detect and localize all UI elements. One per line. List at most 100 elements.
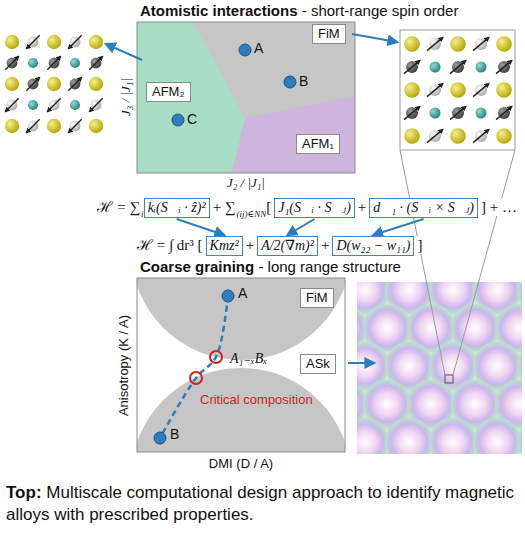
- spin-arrow: [450, 60, 466, 73]
- atom: [429, 61, 440, 72]
- critical-marker: [190, 372, 202, 384]
- caption-lead: Top:: [6, 483, 42, 502]
- atom: [5, 119, 19, 133]
- node-text: AFM₁: [302, 136, 334, 152]
- spin-arrow: [404, 60, 420, 73]
- heading-bold: Coarse graining: [140, 258, 254, 275]
- afm1-region: [232, 96, 355, 173]
- hamiltonian-term: d⃗₁ · (S⃗ᵢ × S⃗ⱼ): [369, 198, 478, 218]
- pointer-arrow: [352, 34, 397, 42]
- spin-arrow: [26, 77, 39, 90]
- atom: [5, 77, 19, 91]
- derivation-arrow: [177, 219, 224, 235]
- spin-arrow: [26, 119, 39, 132]
- atom: [475, 61, 486, 72]
- atom: [70, 58, 80, 68]
- equation-part: [: [266, 198, 271, 216]
- spin-arrow: [68, 77, 81, 90]
- zoom-line: [400, 150, 445, 375]
- energy-term: D(w₂₂ − w₁₁): [332, 236, 414, 256]
- atom: [47, 119, 61, 133]
- crystal: [404, 36, 512, 144]
- phase-label: AFM₂: [146, 82, 191, 102]
- critical-marker: [210, 351, 222, 363]
- derivation-arrow: [288, 219, 315, 235]
- panel-border: [137, 278, 345, 452]
- spin-arrow: [5, 98, 18, 111]
- zoom-square: [445, 375, 453, 383]
- skyrmion: [357, 418, 389, 454]
- spin-arrow: [427, 37, 443, 50]
- atom: [89, 119, 103, 133]
- atom: [496, 128, 512, 144]
- equation-part: ]: [417, 236, 422, 254]
- energy-term: A/2(∇m)²: [257, 236, 318, 256]
- skyrmion: [385, 418, 433, 454]
- atom: [70, 100, 80, 110]
- equation-part: +: [358, 198, 366, 216]
- atom: [5, 35, 19, 49]
- crystal: [5, 35, 103, 133]
- equation-subscript: i: [141, 209, 144, 219]
- node-text: Kmz²: [210, 237, 239, 255]
- atom: [47, 77, 61, 91]
- point-label: A: [238, 285, 247, 301]
- point-marker: [172, 114, 184, 126]
- node-text: FiM: [306, 290, 328, 306]
- point-label: B: [299, 73, 308, 89]
- node-text: d⃗₁ · (S⃗ᵢ × S⃗ⱼ): [373, 199, 474, 217]
- spin-arrow: [68, 35, 81, 48]
- point-marker: [284, 76, 296, 88]
- spin-arrow: [473, 83, 489, 96]
- spin-arrow: [47, 56, 60, 69]
- point-marker: [154, 432, 166, 444]
- afm2-region: [137, 22, 245, 173]
- spin-arrow: [404, 106, 420, 119]
- equation-part: +: [246, 236, 254, 254]
- phase-label: FiM: [312, 24, 346, 44]
- equation-part: + ∑: [213, 198, 236, 216]
- axis-label: DMI (D / A): [209, 456, 273, 471]
- energy-term: Kmz²: [206, 236, 243, 256]
- equation-subscript: (ij)∈NN: [237, 209, 267, 219]
- critical-label: Critical composition: [200, 392, 313, 407]
- phase-label: AFM₁: [296, 134, 340, 154]
- atom: [496, 36, 512, 52]
- equation-part: +: [321, 236, 329, 254]
- composition-label: A₁₋ₓBₓ: [230, 350, 267, 367]
- atom: [429, 107, 440, 118]
- point-label: B: [170, 426, 179, 442]
- pointer-arrow: [106, 44, 142, 60]
- atom: [404, 36, 420, 52]
- spin-arrow: [47, 98, 60, 111]
- equation-part: ℋ = ∑: [97, 198, 140, 216]
- heading: Atomistic interactions- short-range spin…: [140, 2, 463, 20]
- spin-arrow: [89, 56, 102, 69]
- atom: [89, 35, 103, 49]
- spin-arrow: [5, 56, 18, 69]
- atom: [450, 82, 466, 98]
- spin-arrow: [26, 35, 39, 48]
- point-marker: [239, 44, 251, 56]
- heading-text: - short-range spin order: [302, 2, 459, 19]
- atom: [450, 36, 466, 52]
- point-marker: [222, 290, 234, 302]
- atom: [450, 128, 466, 144]
- node-text: ASk: [306, 356, 330, 372]
- zoom-line: [453, 150, 515, 375]
- spin-arrow: [496, 60, 512, 73]
- node-text: AFM₂: [152, 84, 185, 100]
- axis-label: J₃ / |J₁|: [118, 78, 134, 116]
- panel-border: [137, 22, 355, 173]
- equation-part: ℋ = ∫ dr³ [: [137, 236, 203, 254]
- atom: [28, 58, 38, 68]
- node-text: D(w₂₂ − w₁₁): [336, 237, 410, 255]
- caption: Multiscale computational design approach…: [6, 483, 514, 524]
- spin-arrow: [68, 119, 81, 132]
- heading-bold: Atomistic interactions: [140, 2, 298, 19]
- skyrmion: [473, 418, 521, 454]
- spin-arrow: [89, 98, 102, 111]
- atom: [47, 35, 61, 49]
- skyrmion: [517, 418, 522, 454]
